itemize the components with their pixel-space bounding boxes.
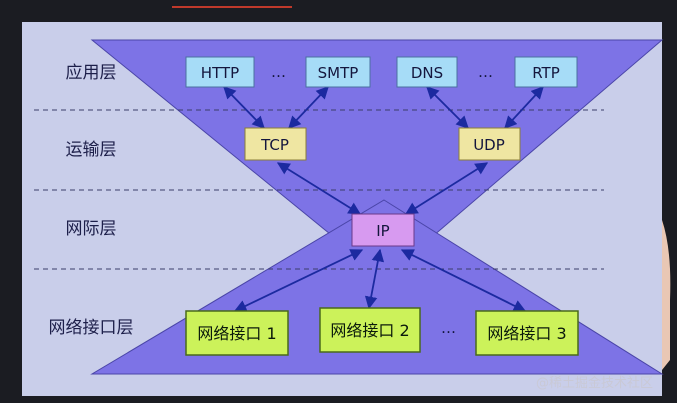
layer-label-application: 应用层 bbox=[66, 63, 117, 83]
box-http-label: HTTP bbox=[201, 64, 239, 82]
box-tcp-label: TCP bbox=[260, 136, 289, 154]
box-interface-1-label: 网络接口 1 bbox=[197, 324, 276, 343]
box-interface-1: 网络接口 1 bbox=[185, 310, 289, 356]
arrow-ip-if3 bbox=[400, 249, 527, 312]
arrow-ip-if1 bbox=[233, 249, 364, 312]
layer-label-transport: 运输层 bbox=[66, 140, 117, 160]
arrow-ip-if2 bbox=[364, 248, 385, 310]
connection-arrows bbox=[223, 86, 544, 312]
layer-label-internet: 网际层 bbox=[66, 219, 117, 239]
box-interface-2: 网络接口 2 bbox=[319, 307, 421, 353]
arrow-dns-udp bbox=[426, 86, 469, 129]
ellipsis-1: … bbox=[271, 63, 287, 81]
box-interface-3: 网络接口 3 bbox=[475, 310, 579, 356]
box-interface-3-label: 网络接口 3 bbox=[487, 324, 566, 343]
presenter-sliver bbox=[662, 220, 671, 370]
box-ip-label: IP bbox=[376, 222, 389, 240]
box-rtp-label: RTP bbox=[532, 64, 560, 82]
box-http: HTTP bbox=[185, 56, 255, 88]
ellipsis-2: … bbox=[478, 63, 494, 81]
layer-label-link: 网络接口层 bbox=[49, 318, 134, 338]
box-tcp: TCP bbox=[244, 127, 307, 161]
box-dns: DNS bbox=[396, 56, 458, 88]
box-smtp: SMTP bbox=[305, 56, 371, 88]
box-dns-label: DNS bbox=[411, 64, 443, 82]
arrow-http-tcp bbox=[223, 86, 265, 129]
arrow-tcp-ip bbox=[276, 162, 362, 215]
ellipsis-3: … bbox=[441, 319, 457, 337]
arrow-rtp-udp bbox=[504, 86, 544, 129]
arrow-smtp-tcp bbox=[288, 86, 329, 129]
watermark-text: @稀土掘金技术社区 bbox=[536, 375, 653, 391]
box-udp-label: UDP bbox=[473, 136, 505, 154]
box-udp: UDP bbox=[458, 127, 521, 161]
box-ip: IP bbox=[351, 213, 415, 247]
box-rtp: RTP bbox=[514, 56, 578, 88]
box-smtp-label: SMTP bbox=[318, 64, 359, 82]
box-interface-2-label: 网络接口 2 bbox=[330, 321, 409, 340]
arrow-udp-ip bbox=[404, 162, 489, 215]
